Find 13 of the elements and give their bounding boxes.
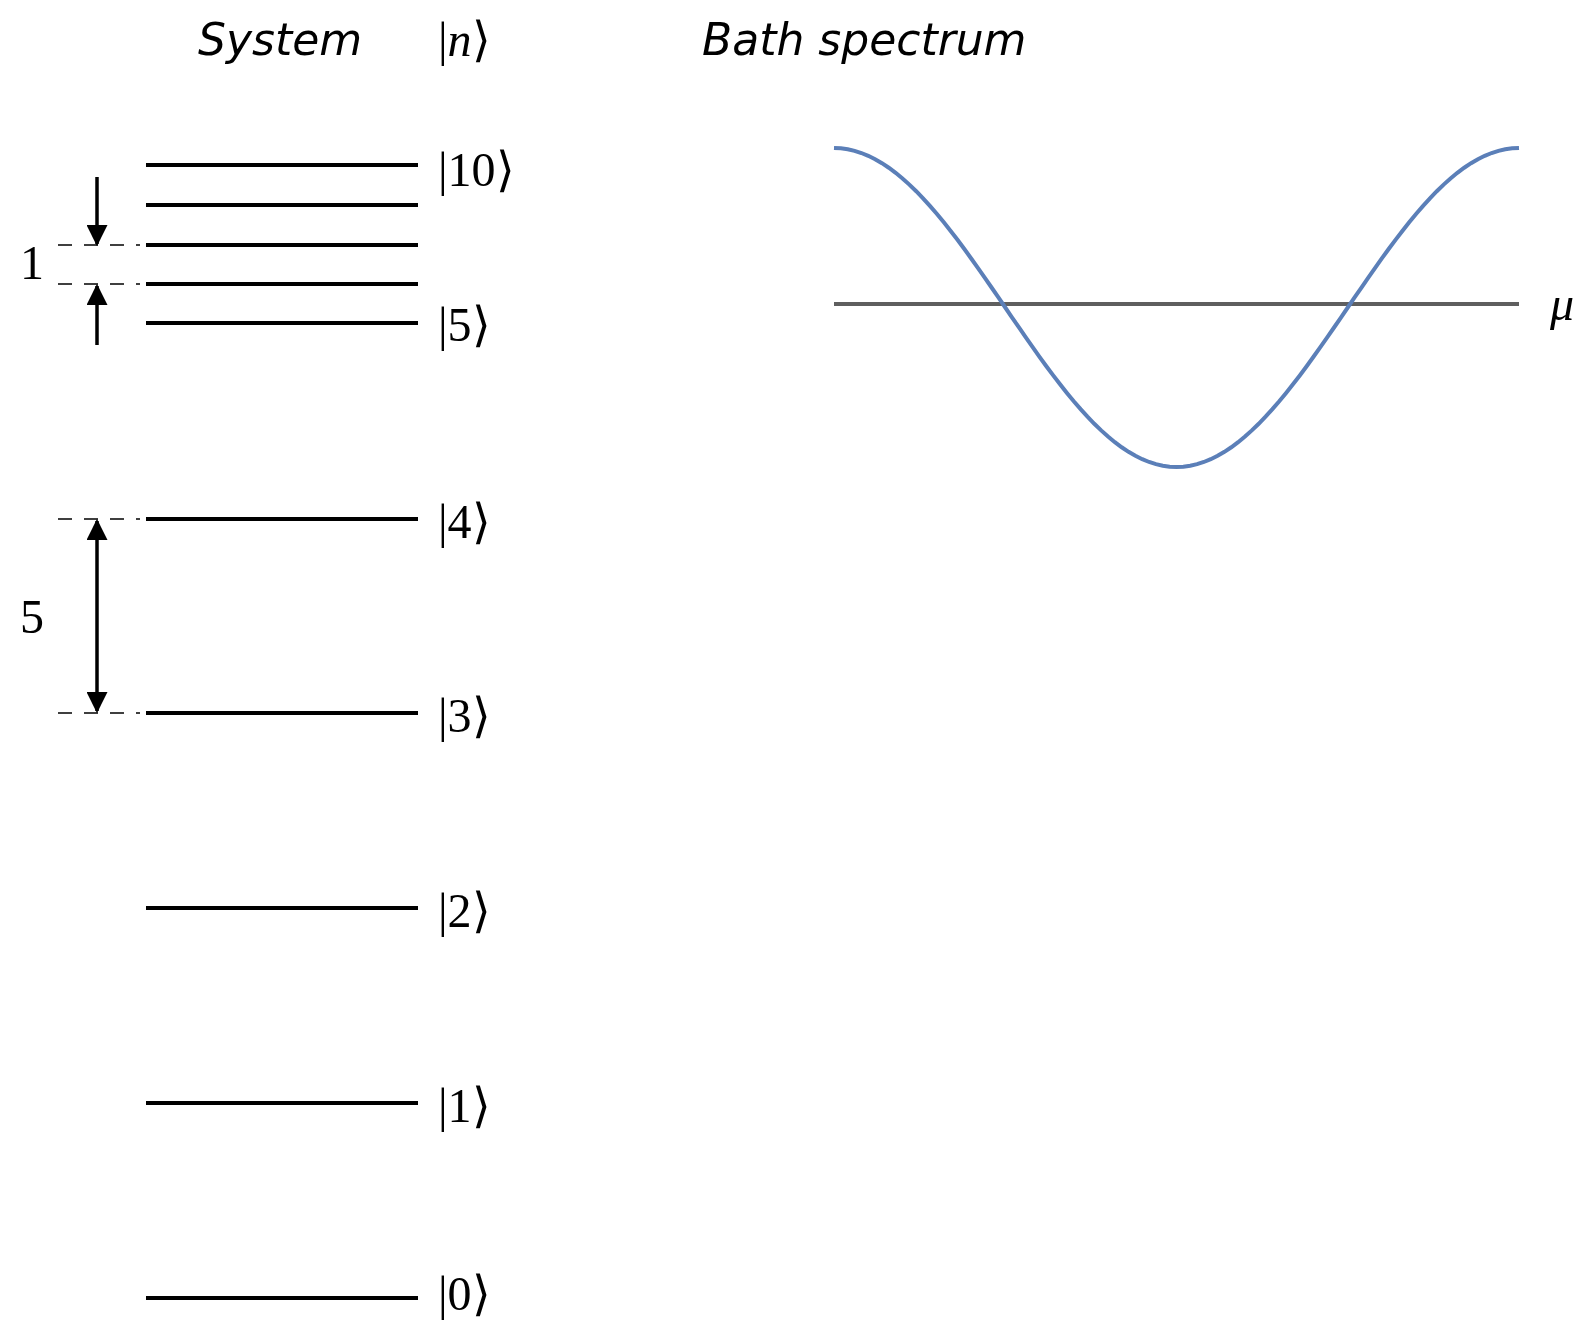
axis-heading: System [198,16,363,64]
state-label: |10⟩ [438,144,515,196]
axis-heading: Bath spectrum [702,16,1027,64]
state-label: |3⟩ [438,690,491,742]
spacing-label: 5 [20,591,44,643]
state-label: |2⟩ [438,885,491,937]
state-label: |1⟩ [438,1080,491,1132]
spacing-label: 1 [20,237,44,289]
axis-heading: |n⟩ [438,14,491,66]
state-label: |4⟩ [438,496,491,548]
state-label: |5⟩ [438,299,491,351]
chemical-potential-label: μ [1550,278,1575,330]
state-label: |0⟩ [438,1268,491,1320]
